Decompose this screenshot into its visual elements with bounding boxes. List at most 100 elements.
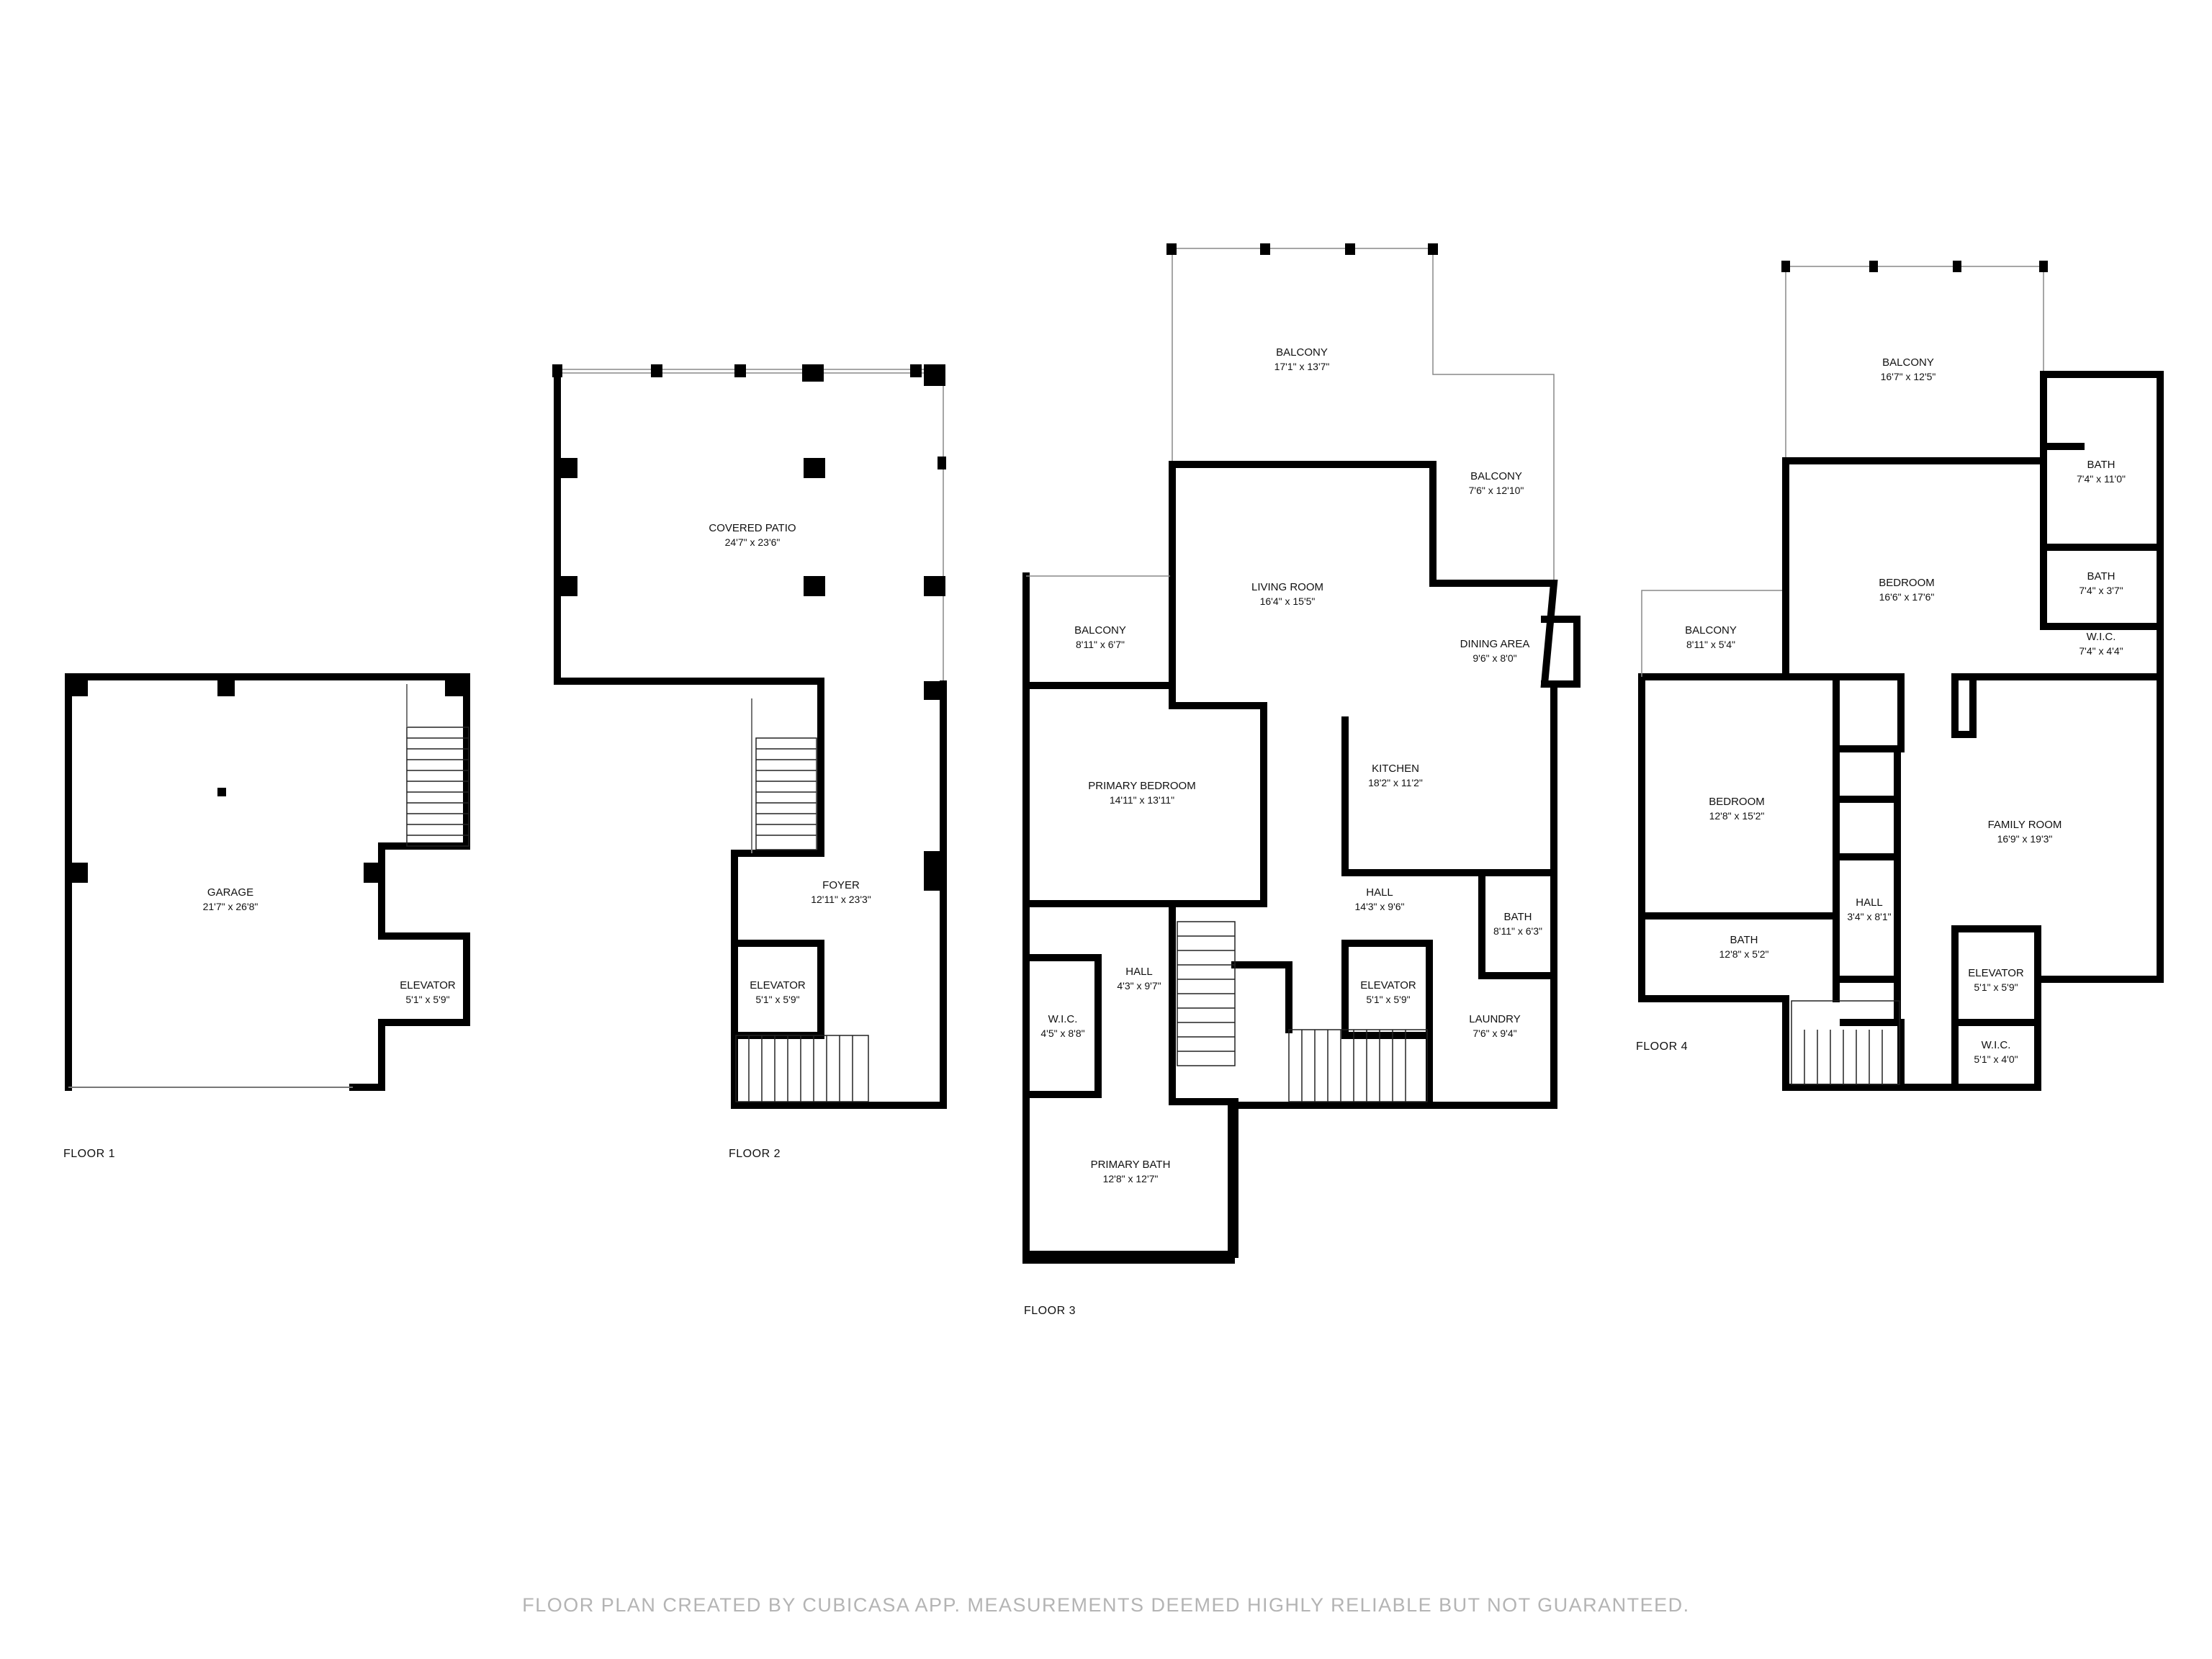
room-name: GARAGE [207, 886, 253, 899]
entry-stairs [735, 1035, 869, 1102]
room-name: HALL [1125, 966, 1153, 978]
room-name: BATH [2087, 570, 2116, 583]
balcony-post [1428, 243, 1438, 255]
column-post [217, 788, 226, 796]
room-name: BEDROOM [1879, 577, 1935, 589]
room-name: LIVING ROOM [1251, 581, 1323, 593]
patio-post [651, 364, 662, 377]
patio-post [734, 364, 746, 377]
elevator-walls [1951, 925, 2041, 1091]
patio-post [924, 364, 945, 386]
room-dimensions: 4'3" x 9'7" [1117, 980, 1161, 992]
room-dimensions: 21'7" x 26'8" [203, 901, 258, 912]
room-name: BALCONY [1276, 346, 1328, 359]
room-name: COVERED PATIO [709, 522, 796, 534]
wall-post [445, 675, 467, 696]
patio-post [938, 457, 946, 469]
stairs-upper [1177, 921, 1236, 1066]
floor-2-plan: COVERED PATIO 24'7" x 23'6" FOYER 12'11"… [552, 364, 947, 1160]
room-dimensions: 3'4" x 8'1" [1847, 911, 1891, 922]
patio-post [557, 576, 577, 596]
floor-4-plan: BALCONY 16'7" x 12'5" BATH 7'4" x 11'0" … [1636, 261, 2164, 1091]
disclaimer-footer: FLOOR PLAN CREATED BY CUBICASA APP. MEAS… [522, 1594, 1690, 1616]
foyer-walls [731, 680, 947, 1109]
balcony-post [2039, 261, 2048, 272]
room-dimensions: 7'4" x 11'0" [2077, 473, 2126, 485]
room-dimensions: 7'6" x 12'10" [1469, 485, 1524, 496]
patio-post [557, 458, 577, 478]
bath-walls [2040, 443, 2164, 630]
wall-post [924, 681, 945, 700]
room-name: BATH [1504, 911, 1532, 923]
room-dimensions: 17'1" x 13'7" [1274, 361, 1330, 372]
hall-walls [1022, 900, 1238, 1105]
wall-post [66, 863, 88, 883]
patio-post [804, 576, 825, 596]
room-dimensions: 16'4" x 15'5" [1260, 595, 1316, 607]
bath-walls [1478, 869, 1557, 979]
floor-4-exterior-walls [1638, 371, 2164, 1091]
room-dimensions: 12'11" x 23'3" [811, 894, 871, 905]
room-name: BALCONY [1882, 356, 1934, 369]
room-dimensions: 24'7" x 23'6" [725, 536, 781, 548]
wall-post [364, 863, 384, 883]
room-name: HALL [1366, 886, 1393, 899]
balcony-post [1953, 261, 1961, 272]
kitchen-wall [1341, 716, 1557, 876]
stair-walls [1840, 1019, 1905, 1091]
room-dimensions: 5'1" x 5'9" [405, 994, 449, 1005]
patio-post [802, 364, 824, 382]
room-name: BATH [2087, 459, 2116, 471]
hall-walls [1840, 745, 1901, 1026]
balcony-railing [1785, 266, 2044, 461]
room-dimensions: 5'1" x 4'0" [1974, 1053, 2018, 1065]
patio-post [552, 364, 562, 377]
room-dimensions: 12'8" x 15'2" [1709, 810, 1765, 822]
left-balcony-railing [1641, 590, 1782, 677]
balcony-post [1345, 243, 1355, 255]
room-dimensions: 7'4" x 4'4" [2079, 645, 2123, 657]
room-dimensions: 7'4" x 3'7" [2079, 585, 2123, 596]
room-name: BATH [1730, 934, 1758, 946]
covered-patio-walls [554, 367, 824, 745]
room-dimensions: 14'11" x 13'11" [1110, 794, 1174, 806]
wic-walls [1022, 954, 1102, 1098]
stairs [406, 727, 469, 847]
floor-1-plan: GARAGE 21'7" x 26'8" ELEVATOR 5'1" x 5'9… [63, 673, 470, 1160]
room-name: ELEVATOR [1360, 979, 1416, 992]
floor-label: FLOOR 1 [63, 1148, 115, 1160]
room-name: W.I.C. [1048, 1013, 1078, 1025]
balcony-post [1166, 243, 1177, 255]
room-name: ELEVATOR [400, 979, 456, 992]
room-name: ELEVATOR [750, 979, 806, 992]
room-dimensions: 8'11" x 5'4" [1686, 639, 1735, 650]
patio-post [804, 458, 825, 478]
room-dimensions: 14'3" x 9'6" [1355, 901, 1405, 912]
room-name: ELEVATOR [1968, 967, 2024, 979]
floor-4-west-walls [1638, 457, 1789, 920]
floor-1-walls [65, 673, 470, 1091]
patio-post [910, 364, 922, 377]
room-name: BALCONY [1685, 624, 1737, 637]
room-dimensions: 8'11" x 6'7" [1076, 639, 1125, 650]
patio-post [924, 576, 945, 596]
primary-bath-walls [1022, 1091, 1235, 1264]
bedroom-walls [1782, 673, 2164, 1002]
wall-post [217, 675, 235, 696]
room-dimensions: 16'7" x 12'5" [1881, 371, 1936, 382]
room-name: W.I.C. [2087, 631, 2116, 643]
balcony-railing [1172, 248, 1555, 583]
room-dimensions: 7'6" x 9'4" [1473, 1028, 1516, 1039]
floor-label: FLOOR 4 [1636, 1040, 1688, 1053]
room-dimensions: 12'8" x 12'7" [1103, 1173, 1159, 1184]
room-name: W.I.C. [1982, 1039, 2011, 1051]
dining-bump [1541, 616, 1581, 688]
room-name: BALCONY [1074, 624, 1126, 637]
room-dimensions: 5'1" x 5'9" [1366, 994, 1410, 1005]
room-name: HALL [1856, 896, 1883, 909]
balcony-post [1781, 261, 1790, 272]
room-dimensions: 5'1" x 5'9" [1974, 981, 2018, 993]
room-name: FAMILY ROOM [1988, 819, 2062, 831]
room-name: BALCONY [1470, 470, 1522, 482]
